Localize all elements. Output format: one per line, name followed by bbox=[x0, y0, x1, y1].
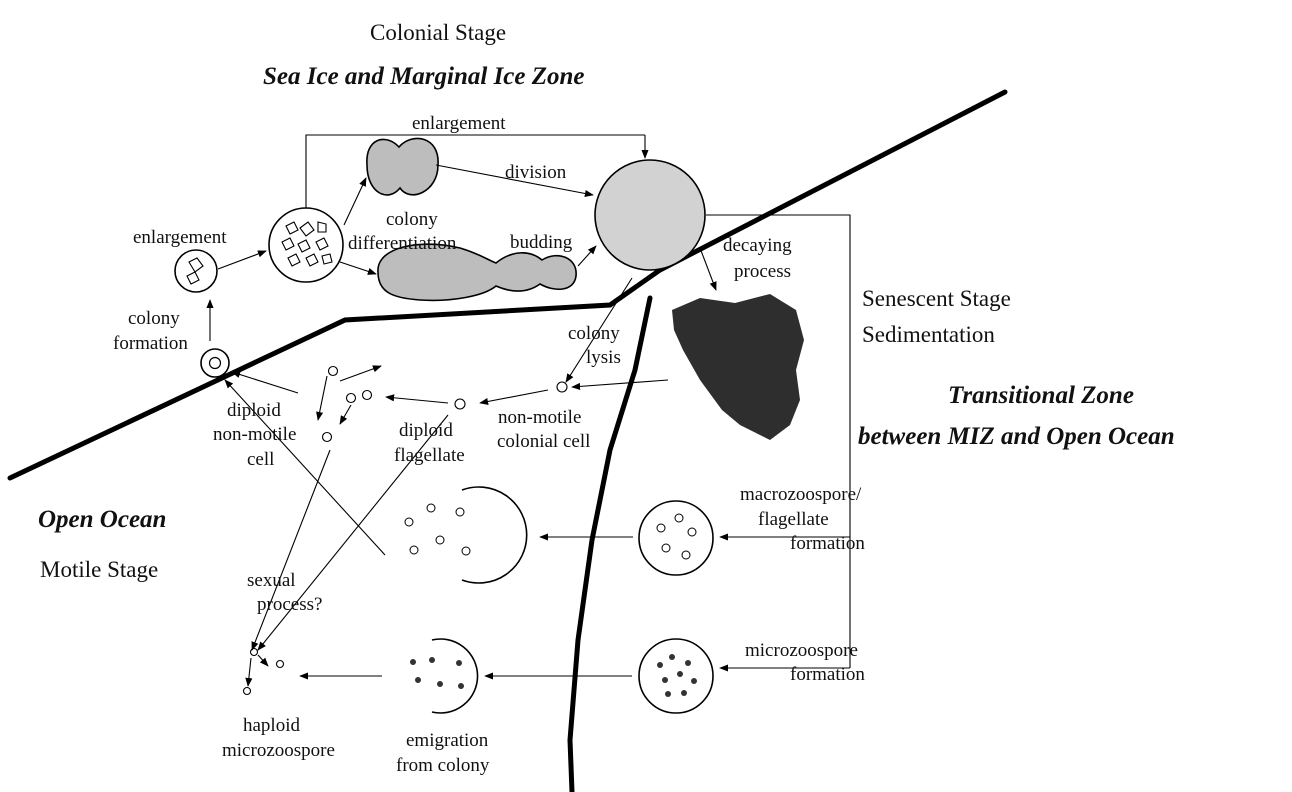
colonial-stage-title: Colonial Stage bbox=[370, 20, 506, 45]
macrozoospore-label-3: formation bbox=[790, 533, 865, 554]
colony-small bbox=[175, 250, 217, 292]
emigration-label-1: emigration bbox=[406, 730, 489, 751]
diploid-flagellate-label-1: diploid bbox=[399, 420, 453, 441]
microzoospore-formation-label-2: formation bbox=[790, 664, 865, 685]
haploid-microzoospore-label-1: haploid bbox=[243, 715, 300, 736]
colony-enlarged-cells bbox=[269, 208, 343, 282]
microzoospore-formation-label-1: microzoospore bbox=[745, 640, 858, 661]
emigrating-colony bbox=[410, 639, 478, 713]
single-cell-colony-founder bbox=[201, 349, 229, 377]
division-label: division bbox=[505, 162, 567, 183]
diploid-non-motile-label-1: diploid bbox=[227, 400, 281, 421]
large-spherical-colony bbox=[595, 160, 705, 270]
diploid-flagellate-label-2: flagellate bbox=[394, 445, 465, 466]
senescent-stage-title: Senescent Stage bbox=[862, 286, 1011, 311]
diploid-non-motile-label-2: non-motile bbox=[213, 424, 296, 445]
sexual-process-label-2: process? bbox=[257, 594, 322, 615]
budding-label: budding bbox=[510, 232, 573, 253]
lobed-colony bbox=[367, 138, 438, 194]
colony-formation-label-1: colony bbox=[128, 308, 180, 329]
emigration-label-2: from colony bbox=[396, 755, 490, 776]
sedimentation-title: Sedimentation bbox=[862, 322, 995, 347]
non-motile-colonial-label-1: non-motile bbox=[498, 407, 581, 428]
transitional-zone-title: Transitional Zone bbox=[948, 382, 1134, 409]
open-ocean-zone-title: Open Ocean bbox=[38, 506, 166, 533]
enlargement-label-top: enlargement bbox=[412, 113, 506, 134]
sea-ice-zone-title: Sea Ice and Marginal Ice Zone bbox=[263, 63, 585, 90]
colony-differentiation-label-2: differentiation bbox=[348, 233, 457, 254]
microzoospore-colony bbox=[639, 639, 713, 713]
macrozoospore-label-1: macrozoospore/ bbox=[740, 484, 862, 505]
colony-lysis-label-1: colony bbox=[568, 323, 620, 344]
transitional-zone-boundary bbox=[570, 298, 650, 792]
transitional-zone-subtitle: between MIZ and Open Ocean bbox=[858, 423, 1175, 450]
motile-stage-title: Motile Stage bbox=[40, 557, 158, 582]
sexual-process-label-1: sexual bbox=[247, 570, 296, 591]
colony-formation-label-2: formation bbox=[113, 333, 188, 354]
enlargement-label-left: enlargement bbox=[133, 227, 227, 248]
colony-lysis-label-2: lysis bbox=[586, 347, 621, 368]
flagellate-release-colony bbox=[405, 487, 527, 583]
colony-differentiation-label-1: colony bbox=[386, 209, 438, 230]
decaying-colony bbox=[672, 294, 804, 440]
macrozoospore-colony bbox=[639, 501, 713, 575]
decaying-process-label-2: process bbox=[734, 261, 791, 282]
macrozoospore-label-2: flagellate bbox=[758, 509, 829, 530]
diploid-non-motile-label-3: cell bbox=[247, 449, 274, 470]
decaying-process-label-1: decaying bbox=[723, 235, 792, 256]
haploid-microzoospore-label-2: microzoospore bbox=[222, 740, 335, 761]
non-motile-colonial-label-2: colonial cell bbox=[497, 431, 590, 452]
